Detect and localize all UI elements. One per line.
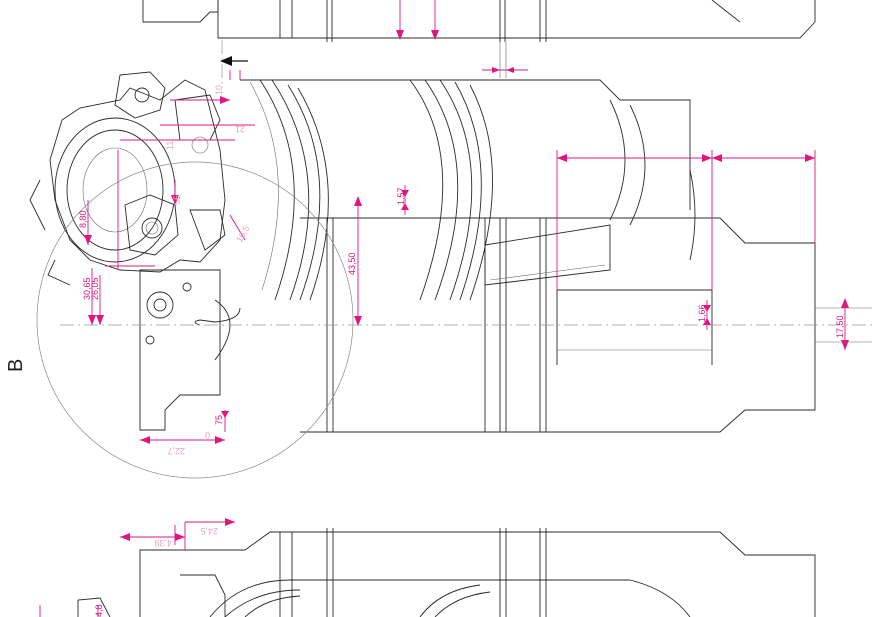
faint-dim-24-5: 24,5: [200, 526, 218, 536]
dim-8-80: 8,80: [78, 210, 88, 228]
dim-30-65: 30,65: [82, 277, 92, 300]
faint-dim-10: 10: [214, 85, 224, 95]
bottom-partial-view: [39, 518, 816, 617]
faint-dim-11: 11: [165, 141, 175, 150]
faint-dim-21: 21: [235, 124, 245, 134]
dim-43-50: 43,50: [347, 252, 357, 275]
top-partial-view: [142, 0, 816, 42]
dimension-lines: [84, 96, 872, 444]
dim-1-57: 1,57: [396, 187, 406, 205]
faint-dim-22-7: 22,7: [167, 446, 185, 456]
dim-17-50: 17,50: [835, 315, 845, 338]
faint-dim-4-8: 4,8: [94, 604, 104, 617]
small-width-dim: [482, 42, 528, 78]
detail-circle-b: [36, 161, 354, 479]
faint-dim-0: 0: [205, 430, 210, 440]
dim-26-05: 26,05: [90, 277, 100, 300]
main-body: [240, 79, 816, 433]
dimension-labels: 1,57 43,50 1,66 17,50 8,80 30,65 26,05 7…: [78, 85, 845, 456]
faint-dim-55: 55: [172, 195, 182, 205]
bottom-dimension-labels: 4,39 24,5 4,8: [94, 526, 218, 617]
cutter-head: [29, 71, 241, 431]
faint-dim-4-39: 4,39: [154, 538, 172, 548]
view-label-b: B: [5, 359, 27, 372]
dim-1-66: 1,66: [697, 304, 707, 322]
section-arrow: [220, 40, 248, 84]
dim-75: 75: [214, 415, 224, 425]
